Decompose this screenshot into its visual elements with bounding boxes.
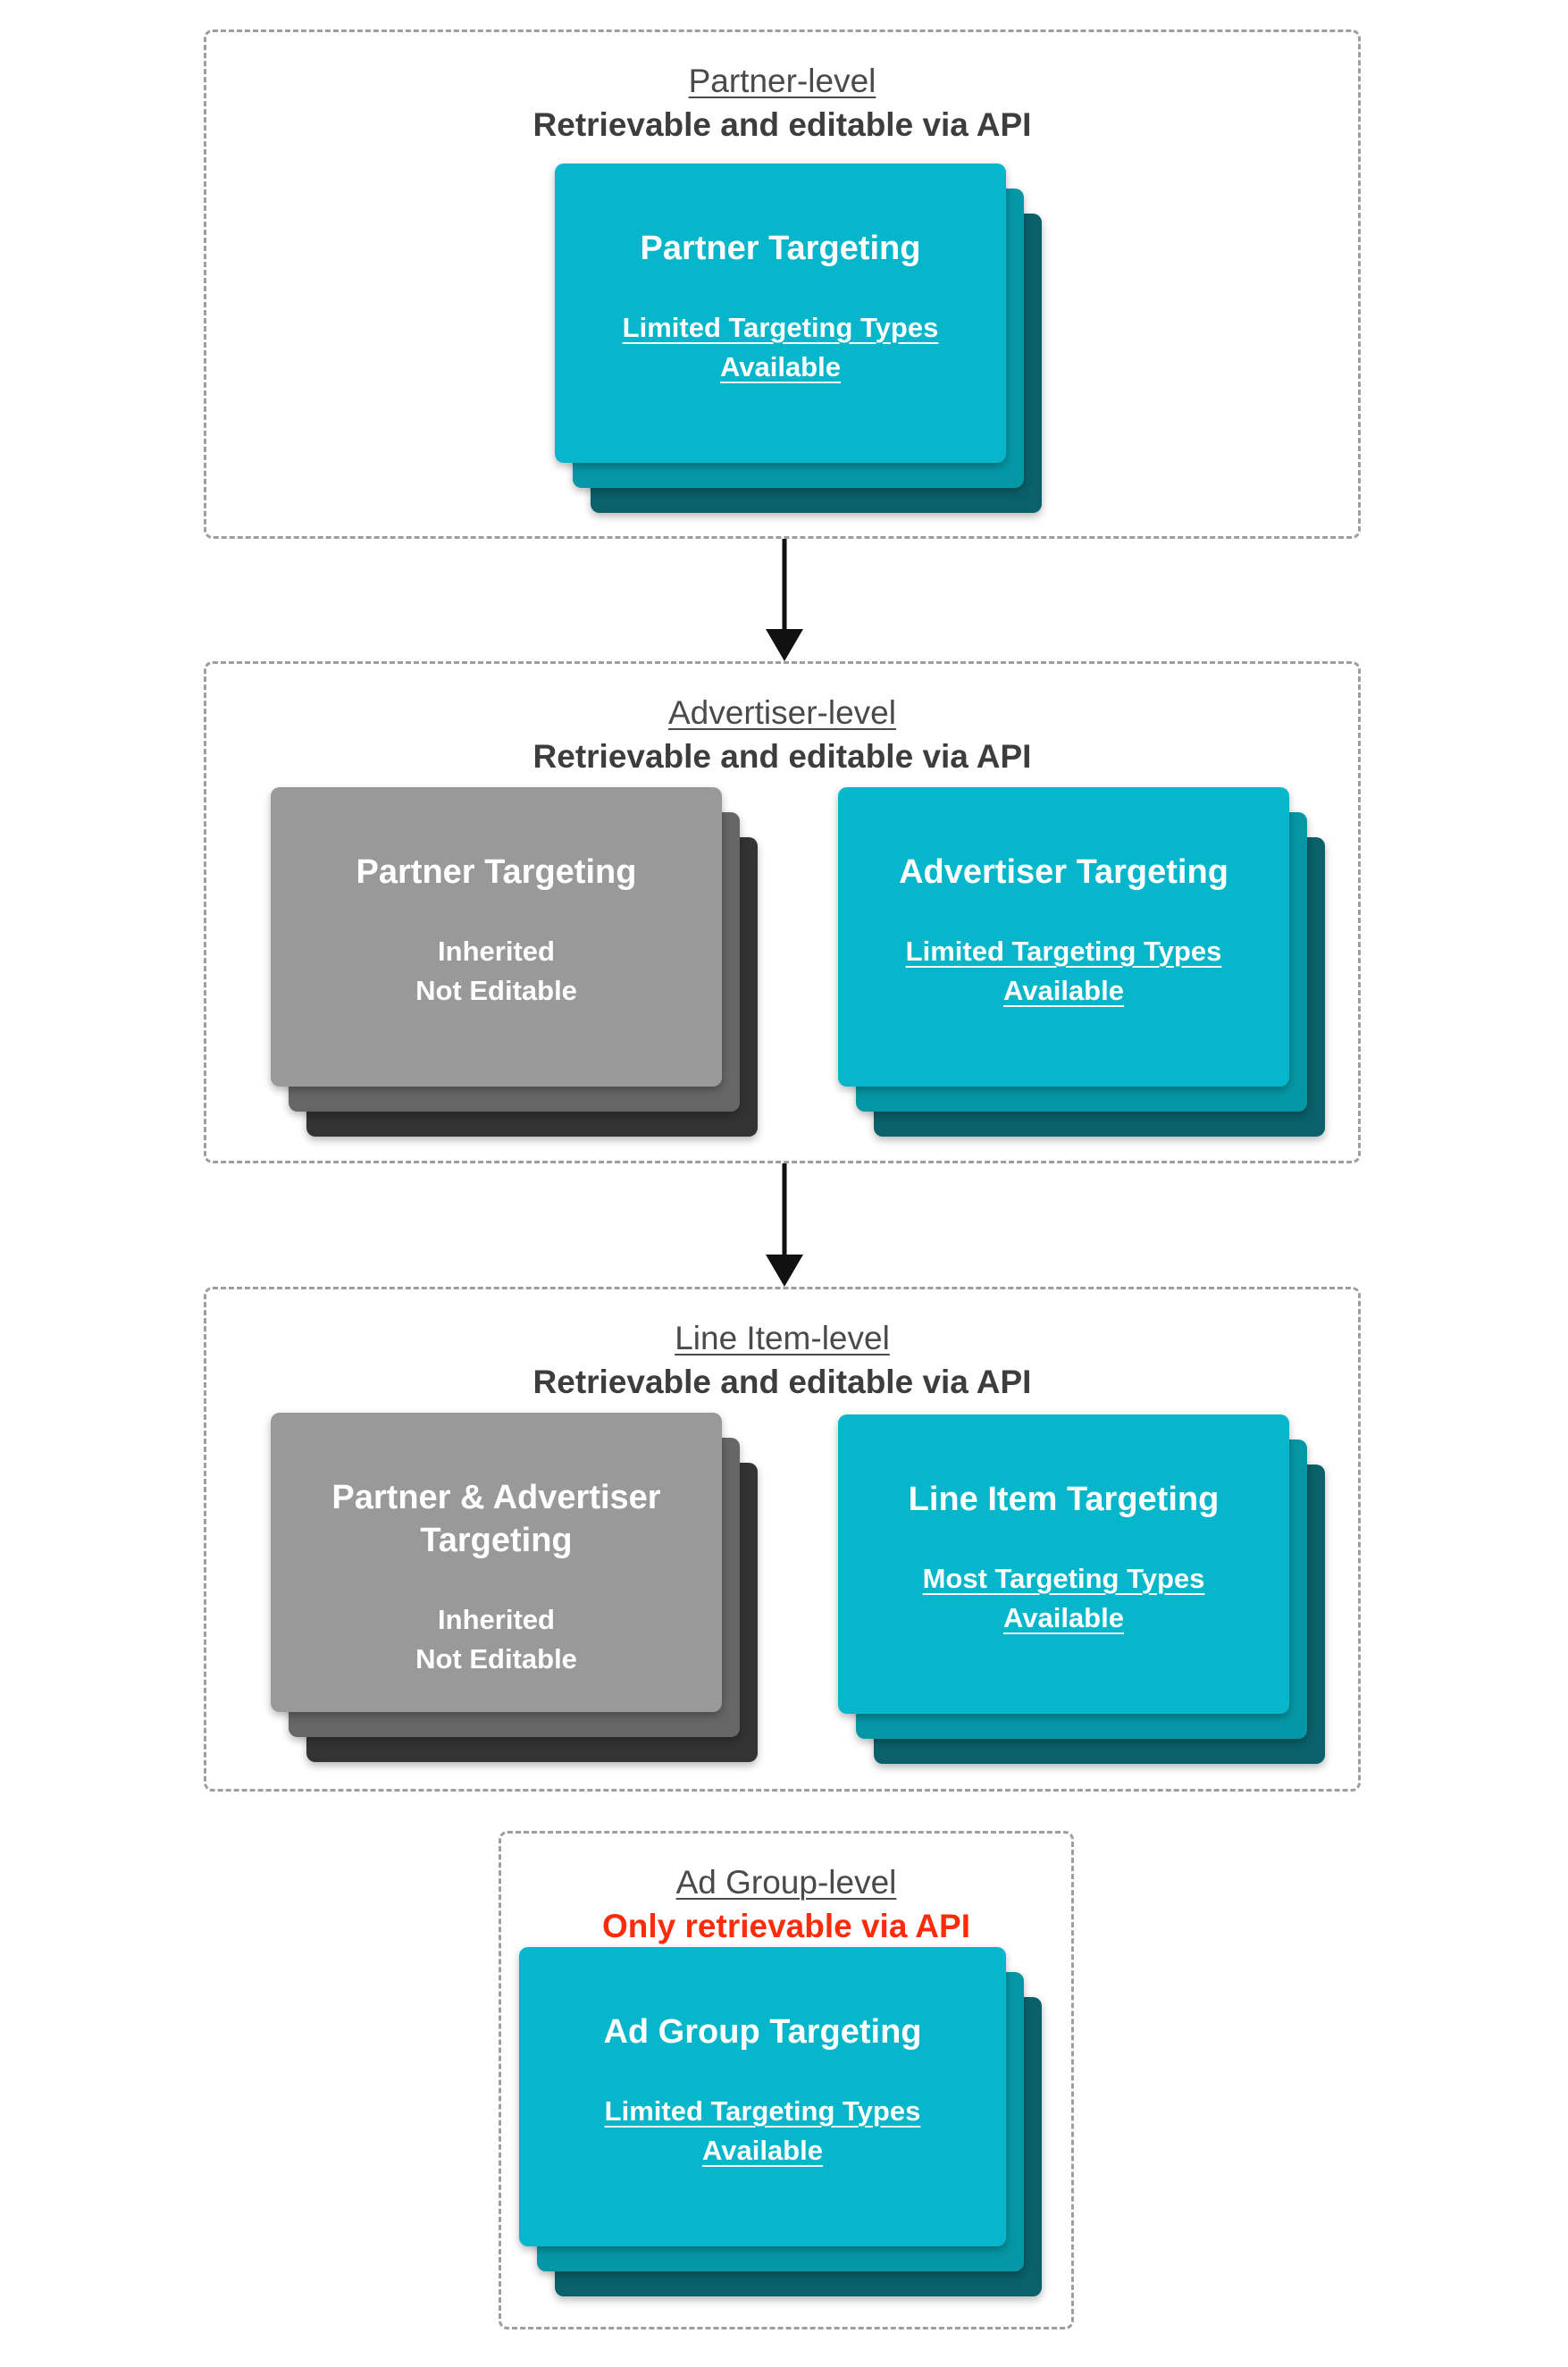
card-subtitle: Limited Targeting Types Available xyxy=(582,308,979,387)
section-title: Advertiser-level xyxy=(668,694,896,731)
partner-targeting-card: Partner Targeting Limited Targeting Type… xyxy=(555,164,1006,463)
section-subtitle: Retrievable and editable via API xyxy=(532,738,1032,776)
card-subtitle-line1: Limited Targeting Types xyxy=(905,935,1222,967)
card-subtitle-line2: Available xyxy=(1003,974,1124,1006)
section-line-item-level: Line Item-level Retrievable and editable… xyxy=(204,1287,1361,1792)
section-subtitle: Retrievable and editable via API xyxy=(532,106,1032,144)
card-title: Partner Targeting xyxy=(640,230,921,267)
inherited-partner-advertiser-targeting-card: Partner & Advertiser Targeting Inherited… xyxy=(271,1413,722,1712)
card-subtitle: Most Targeting Types Available xyxy=(865,1559,1262,1638)
section-title: Partner-level xyxy=(688,63,876,99)
section-subtitle: Retrievable and editable via API xyxy=(532,1364,1032,1401)
section-title: Line Item-level xyxy=(675,1320,890,1356)
card-subtitle-line2: Not Editable xyxy=(415,974,577,1006)
section-title: Ad Group-level xyxy=(675,1864,897,1901)
card-title: Partner Targeting xyxy=(356,853,637,891)
card-subtitle-line2: Not Editable xyxy=(415,1642,577,1675)
card-subtitle-line1: Inherited xyxy=(438,1603,555,1635)
partner-targeting-card-stack: Partner Targeting Limited Targeting Type… xyxy=(555,164,1042,513)
section-advertiser-level: Advertiser-level Retrievable and editabl… xyxy=(204,661,1361,1163)
advertiser-targeting-card: Advertiser Targeting Limited Targeting T… xyxy=(838,787,1289,1087)
card-title: Ad Group Targeting xyxy=(603,2013,922,2051)
flow-arrow-partner-to-advertiser xyxy=(765,539,804,661)
card-subtitle-line1: Most Targeting Types xyxy=(922,1562,1205,1594)
advertiser-targeting-card-stack: Advertiser Targeting Limited Targeting T… xyxy=(838,787,1325,1137)
card-subtitle-line2: Available xyxy=(702,2134,823,2166)
section-ad-group-level: Ad Group-level Only retrievable via API … xyxy=(499,1831,1074,2329)
card-subtitle: Inherited Not Editable xyxy=(298,1600,695,1679)
section-subtitle: Only retrievable via API xyxy=(602,1908,970,1945)
card-subtitle: Inherited Not Editable xyxy=(298,932,695,1011)
card-subtitle-line1: Limited Targeting Types xyxy=(622,311,939,343)
inherited-partner-targeting-card: Partner Targeting Inherited Not Editable xyxy=(271,787,722,1087)
card-subtitle-line2: Available xyxy=(1003,1601,1124,1633)
card-subtitle: Limited Targeting Types Available xyxy=(865,932,1262,1011)
card-subtitle-line1: Inherited xyxy=(438,935,555,967)
section-partner-level: Partner-level Retrievable and editable v… xyxy=(204,29,1361,539)
card-title: Partner & Advertiser Targeting xyxy=(331,1479,661,1559)
card-subtitle: Limited Targeting Types Available xyxy=(546,2092,979,2170)
card-subtitle-line2: Available xyxy=(720,350,841,382)
ad-group-targeting-card: Ad Group Targeting Limited Targeting Typ… xyxy=(519,1947,1006,2246)
card-title: Advertiser Targeting xyxy=(899,853,1228,891)
line-item-targeting-card-stack: Line Item Targeting Most Targeting Types… xyxy=(838,1414,1325,1764)
card-title: Line Item Targeting xyxy=(908,1481,1220,1518)
inherited-partner-targeting-card-stack: Partner Targeting Inherited Not Editable xyxy=(271,787,758,1137)
inherited-partner-advertiser-targeting-card-stack: Partner & Advertiser Targeting Inherited… xyxy=(271,1413,758,1762)
line-item-targeting-card: Line Item Targeting Most Targeting Types… xyxy=(838,1414,1289,1714)
flow-arrow-advertiser-to-line-item xyxy=(765,1163,804,1287)
ad-group-targeting-card-stack: Ad Group Targeting Limited Targeting Typ… xyxy=(519,1947,1042,2296)
card-subtitle-line1: Limited Targeting Types xyxy=(604,2094,921,2127)
